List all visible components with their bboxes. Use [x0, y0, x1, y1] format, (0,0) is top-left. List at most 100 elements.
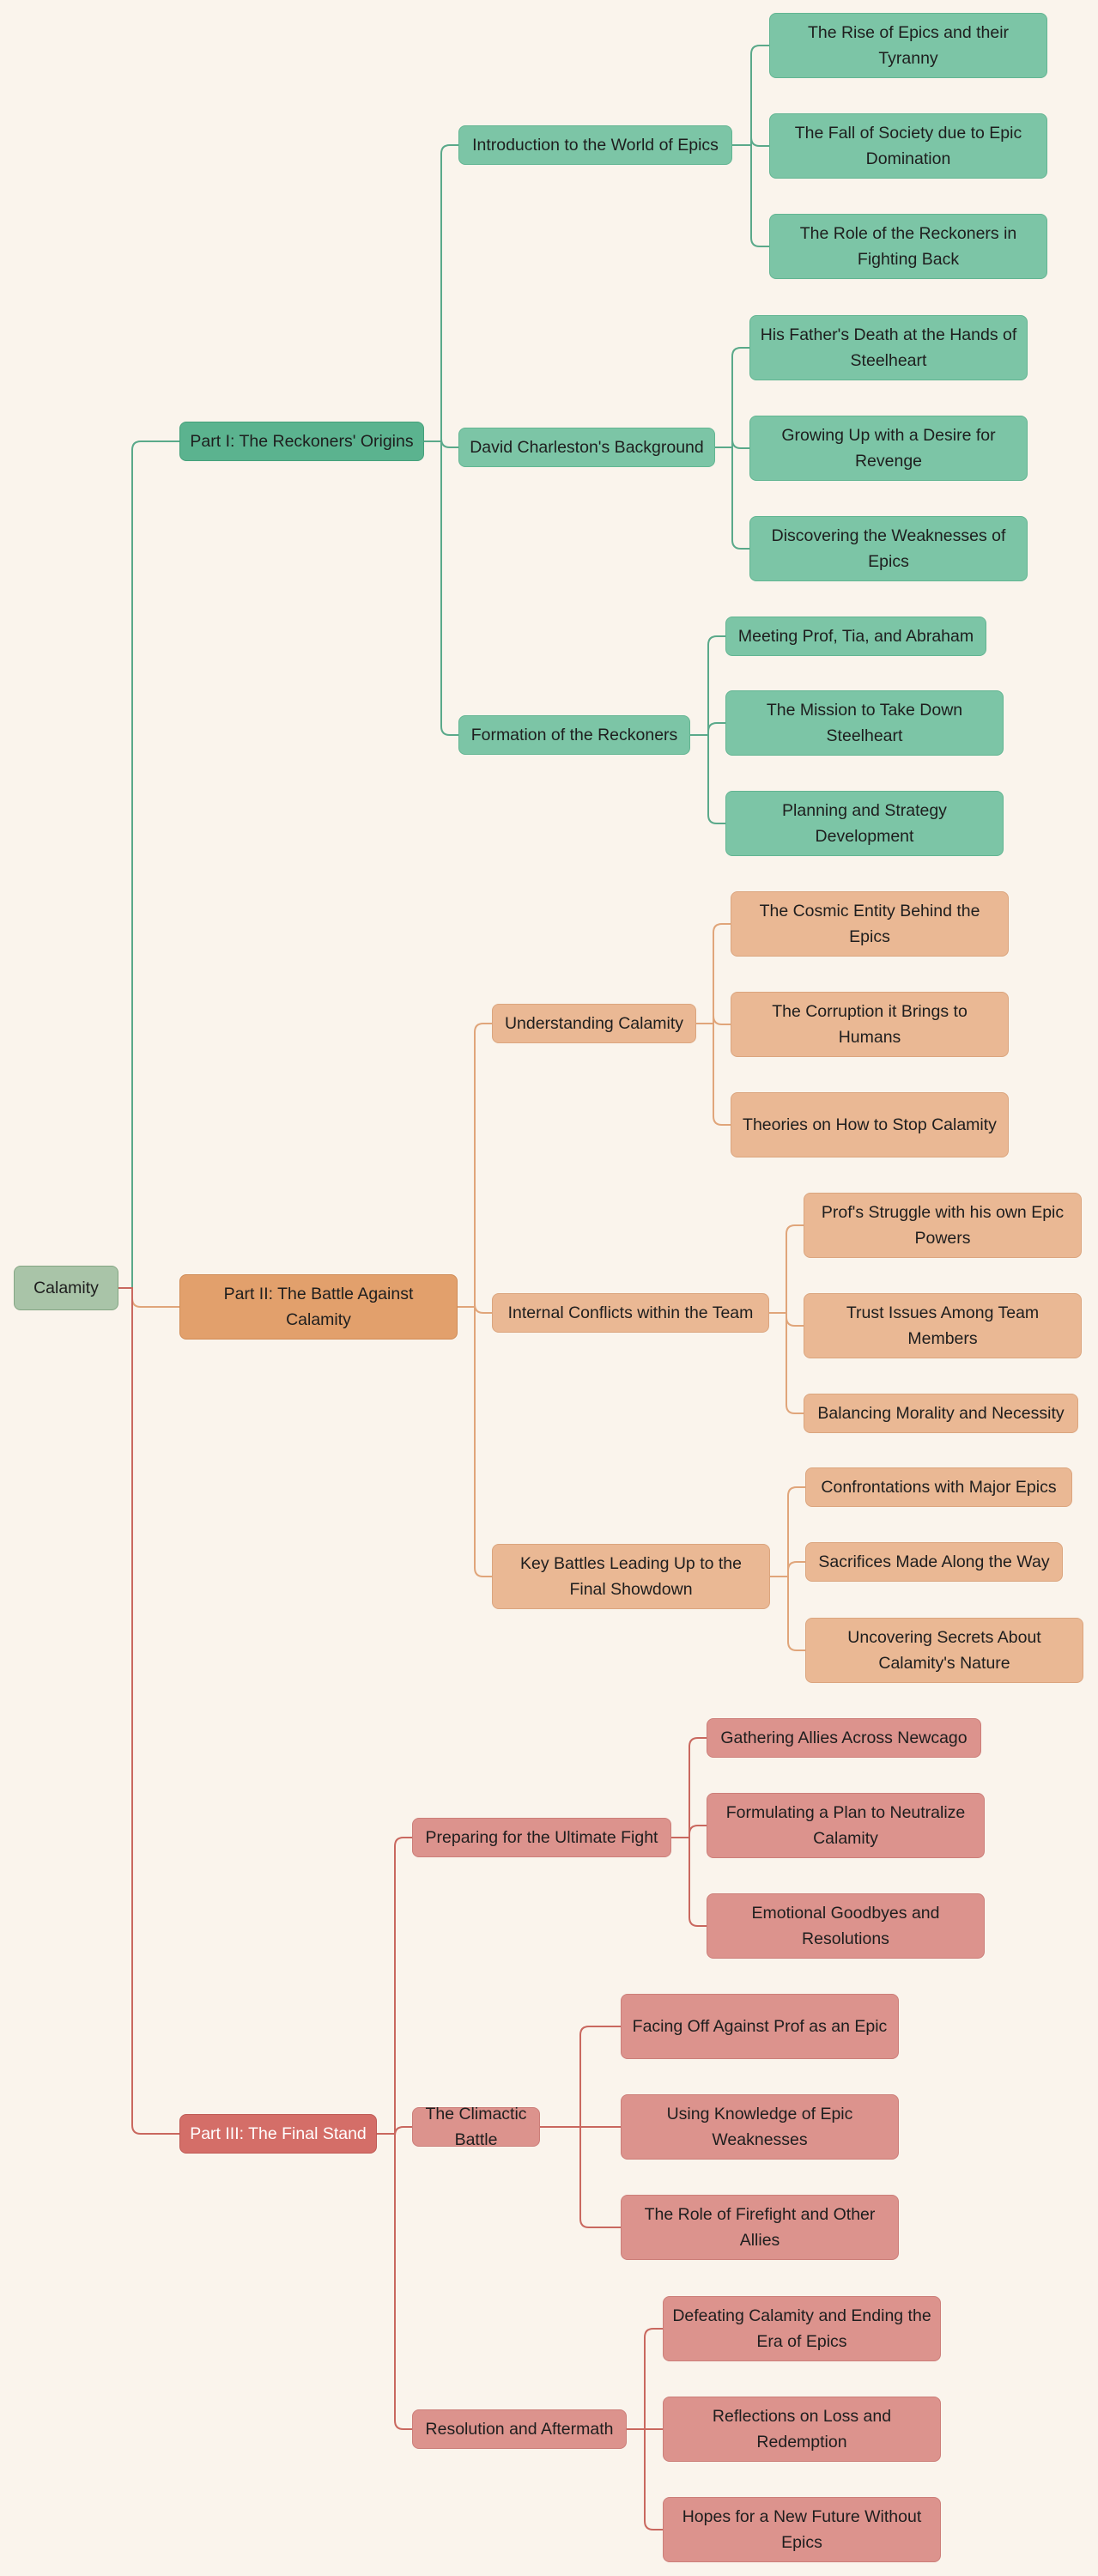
- connector-part-3-topic-3-node: [377, 2133, 412, 2430]
- part-3-topic-3-item-3-label: Hopes for a New Future Without Epics: [682, 2507, 922, 2552]
- part-3-topic-3-label: Resolution and Aftermath: [425, 2420, 614, 2439]
- part-1-topic-3-item-3-node[interactable]: Planning and Strategy Development: [725, 791, 1004, 856]
- part-1-topic-3-item-1-node[interactable]: Meeting Prof, Tia, and Abraham: [725, 617, 986, 656]
- connector-part-1-topic-3-node: [424, 440, 458, 736]
- part-1-topic-1-label: Introduction to the World of Epics: [472, 136, 719, 155]
- part-2-topic-2-item-1-label: Prof's Struggle with his own Epic Powers: [821, 1203, 1065, 1248]
- part-3-topic-3-item-1-node[interactable]: Defeating Calamity and Ending the Era of…: [663, 2296, 941, 2361]
- part-3-topic-1-item-2-node[interactable]: Formulating a Plan to Neutralize Calamit…: [707, 1793, 985, 1858]
- part-2-topic-1-item-2-node[interactable]: The Corruption it Brings to Humans: [731, 992, 1009, 1057]
- part-2-topic-1-item-1-node[interactable]: The Cosmic Entity Behind the Epics: [731, 891, 1009, 957]
- root-node[interactable]: Calamity: [14, 1266, 118, 1310]
- part-2-topic-3-item-3-node[interactable]: Uncovering Secrets About Calamity's Natu…: [805, 1618, 1083, 1683]
- connector-part-2-topic-3-item-3-node: [770, 1576, 805, 1651]
- part-3-topic-3-item-3-node[interactable]: Hopes for a New Future Without Epics: [663, 2497, 941, 2562]
- part-1-topic-1-item-3-node[interactable]: The Role of the Reckoners in Fighting Ba…: [769, 214, 1047, 279]
- connector-part-1-topic-3-item-2-node: [690, 722, 725, 736]
- connector-part-3-topic-3-item-1-node: [627, 2328, 663, 2430]
- part-2-topic-1-item-2-label: The Corruption it Brings to Humans: [772, 1002, 968, 1047]
- connector-part-3-topic-3-item-3-node: [627, 2428, 663, 2530]
- connector-part-1-topic-2-node: [424, 438, 458, 448]
- part-3-topic-1-item-1-node[interactable]: Gathering Allies Across Newcago: [707, 1718, 981, 1758]
- part-3-topic-2-item-1-label: Facing Off Against Prof as an Epic: [632, 2017, 888, 2036]
- part-2-topic-1-item-3-label: Theories on How to Stop Calamity: [743, 1115, 997, 1134]
- connector-part-2-topic-1-item-1-node: [696, 923, 731, 1024]
- connector-part-3-topic-1-item-3-node: [671, 1837, 707, 1927]
- part-2-topic-1-label: Understanding Calamity: [504, 1014, 684, 1033]
- part-2-topic-1-item-3-node[interactable]: Theories on How to Stop Calamity: [731, 1092, 1009, 1157]
- connector-part-1-topic-3-item-1-node: [690, 635, 725, 736]
- part-3-topic-1-item-1-label: Gathering Allies Across Newcago: [720, 1728, 968, 1747]
- part-2-topic-2-item-3-label: Balancing Morality and Necessity: [817, 1404, 1065, 1423]
- part-2-topic-3-item-2-node[interactable]: Sacrifices Made Along the Way: [805, 1542, 1063, 1582]
- part-1-topic-3-item-2-node[interactable]: The Mission to Take Down Steelheart: [725, 690, 1004, 756]
- part-1-topic-1-item-2-node[interactable]: The Fall of Society due to Epic Dominati…: [769, 113, 1047, 179]
- part-3-topic-3-item-2-node[interactable]: Reflections on Loss and Redemption: [663, 2397, 941, 2462]
- part-3-topic-1-node[interactable]: Preparing for the Ultimate Fight: [412, 1818, 671, 1857]
- connector-part-1-node: [118, 440, 179, 1289]
- connector-part-2-topic-2-item-3-node: [769, 1312, 804, 1414]
- connector-part-2-topic-2-item-1-node: [769, 1224, 804, 1314]
- part-3-topic-1-item-3-label: Emotional Goodbyes and Resolutions: [751, 1904, 940, 1948]
- part-2-topic-3-item-2-label: Sacrifices Made Along the Way: [818, 1552, 1050, 1571]
- part-2-topic-2-item-2-label: Trust Issues Among Team Members: [846, 1303, 1040, 1348]
- connector-part-2-topic-2-node: [458, 1303, 492, 1314]
- part-3-topic-3-node[interactable]: Resolution and Aftermath: [412, 2409, 627, 2449]
- part-1-topic-3-item-3-label: Planning and Strategy Development: [782, 801, 947, 846]
- connector-part-3-node: [118, 1287, 179, 2135]
- part-1-node[interactable]: Part I: The Reckoners' Origins: [179, 422, 424, 461]
- part-3-topic-3-item-2-label: Reflections on Loss and Redemption: [712, 2407, 892, 2451]
- connector-part-1-topic-2-item-3-node: [715, 447, 749, 550]
- connector-part-1-topic-1-node: [424, 144, 458, 442]
- part-3-topic-2-item-1-node[interactable]: Facing Off Against Prof as an Epic: [621, 1994, 899, 2059]
- part-3-topic-1-item-2-label: Formulating a Plan to Neutralize Calamit…: [725, 1803, 966, 1848]
- part-2-topic-1-item-1-label: The Cosmic Entity Behind the Epics: [759, 902, 980, 946]
- part-1-topic-2-label: David Charleston's Background: [470, 438, 704, 457]
- part-1-topic-2-item-2-label: Growing Up with a Desire for Revenge: [781, 426, 996, 471]
- part-2-topic-2-label: Internal Conflicts within the Team: [507, 1303, 754, 1322]
- connector-part-1-topic-1-item-2-node: [732, 137, 769, 147]
- part-3-topic-2-node[interactable]: The Climactic Battle: [412, 2105, 540, 2149]
- part-1-topic-1-item-1-node[interactable]: The Rise of Epics and their Tyranny: [769, 13, 1047, 78]
- part-3-topic-1-item-3-node[interactable]: Emotional Goodbyes and Resolutions: [707, 1893, 985, 1959]
- connector-part-3-topic-2-item-1-node: [540, 2026, 621, 2128]
- part-3-label: Part III: The Final Stand: [190, 2124, 367, 2143]
- part-1-topic-2-node[interactable]: David Charleston's Background: [458, 428, 715, 467]
- part-1-label: Part I: The Reckoners' Origins: [190, 432, 414, 451]
- part-1-topic-2-item-1-label: His Father's Death at the Hands of Steel…: [760, 325, 1017, 370]
- connector-part-1-topic-2-item-1-node: [715, 347, 749, 448]
- connector-part-1-topic-1-item-3-node: [732, 144, 769, 247]
- part-2-node[interactable]: Part II: The Battle Against Calamity: [179, 1274, 458, 1340]
- part-1-topic-2-item-2-node[interactable]: Growing Up with a Desire for Revenge: [749, 416, 1028, 481]
- connector-part-2-topic-3-node: [458, 1306, 492, 1577]
- part-1-topic-2-item-3-label: Discovering the Weaknesses of Epics: [771, 526, 1006, 571]
- part-3-topic-2-item-3-node[interactable]: The Role of Firefight and Other Allies: [621, 2195, 899, 2260]
- part-2-topic-1-node[interactable]: Understanding Calamity: [492, 1004, 696, 1043]
- part-1-topic-2-item-3-node[interactable]: Discovering the Weaknesses of Epics: [749, 516, 1028, 581]
- part-2-topic-2-item-2-node[interactable]: Trust Issues Among Team Members: [804, 1293, 1082, 1358]
- connector-part-3-topic-1-item-1-node: [671, 1737, 707, 1838]
- part-1-topic-2-item-1-node[interactable]: His Father's Death at the Hands of Steel…: [749, 315, 1028, 380]
- part-3-node[interactable]: Part III: The Final Stand: [179, 2114, 377, 2154]
- part-1-topic-3-item-2-label: The Mission to Take Down Steelheart: [766, 701, 963, 745]
- part-2-topic-3-item-1-node[interactable]: Confrontations with Major Epics: [805, 1467, 1072, 1507]
- root-label: Calamity: [33, 1279, 99, 1297]
- connector-part-1-topic-1-item-1-node: [732, 45, 769, 146]
- part-1-topic-3-item-1-label: Meeting Prof, Tia, and Abraham: [737, 627, 974, 646]
- part-1-topic-1-item-2-label: The Fall of Society due to Epic Dominati…: [794, 124, 1022, 168]
- part-2-topic-2-node[interactable]: Internal Conflicts within the Team: [492, 1293, 769, 1333]
- part-1-topic-1-node[interactable]: Introduction to the World of Epics: [458, 125, 732, 165]
- part-3-topic-2-item-2-node[interactable]: Using Knowledge of Epic Weaknesses: [621, 2094, 899, 2160]
- part-2-label: Part II: The Battle Against Calamity: [223, 1285, 414, 1329]
- part-2-topic-2-item-3-node[interactable]: Balancing Morality and Necessity: [804, 1394, 1078, 1433]
- part-2-topic-3-node[interactable]: Key Battles Leading Up to the Final Show…: [492, 1544, 770, 1609]
- connector-part-3-topic-1-node: [377, 1837, 412, 2135]
- connector-part-2-node: [118, 1287, 179, 1308]
- part-3-topic-2-item-2-label: Using Knowledge of Epic Weaknesses: [666, 2105, 853, 2149]
- connector-part-1-topic-2-item-2-node: [715, 439, 749, 449]
- connector-part-3-topic-1-item-2-node: [671, 1825, 707, 1838]
- part-1-topic-3-node[interactable]: Formation of the Reckoners: [458, 715, 690, 755]
- part-2-topic-2-item-1-node[interactable]: Prof's Struggle with his own Epic Powers: [804, 1193, 1082, 1258]
